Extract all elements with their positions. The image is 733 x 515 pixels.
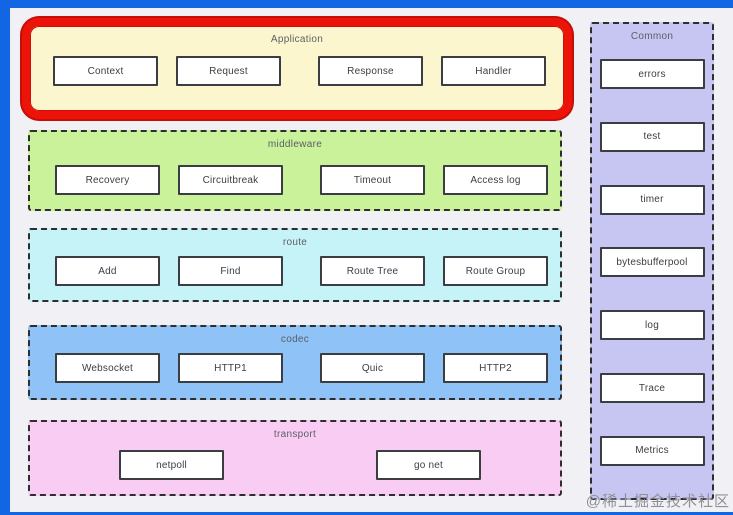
watermark-text: @稀土掘金技术社区 [585,493,730,510]
red-highlight-annotation: Application Context Request Response Han… [22,18,572,119]
box-go-net: go net [376,450,481,480]
route-box-row: Add Find Route Tree Route Group [30,256,560,286]
box-timer: timer [599,184,705,215]
box-handler: Handler [441,56,546,86]
codec-box-row: Websocket HTTP1 Quic HTTP2 [30,353,560,383]
section-middleware: middleware Recovery Circuitbreak Timeout… [28,130,562,211]
box-response: Response [318,56,423,86]
box-access-log: Access log [443,165,548,195]
section-transport: transport netpoll go net [28,420,562,496]
common-box-column: errors test timer bytesbufferpool log Tr… [592,42,712,498]
box-errors: errors [599,59,705,89]
box-test: test [599,121,705,152]
box-quic: Quic [320,353,425,383]
diagram-canvas: Application Context Request Response Han… [10,8,733,512]
section-application: Application Context Request Response Han… [30,26,564,86]
box-websocket: Websocket [55,353,160,383]
box-http1: HTTP1 [178,353,283,383]
section-title-common: Common [630,31,674,42]
section-title-middleware: middleware [267,139,323,150]
box-add: Add [55,256,160,286]
box-request: Request [176,56,281,86]
section-route: route Add Find Route Tree Route Group [28,228,562,302]
box-find: Find [178,256,283,286]
middleware-box-row: Recovery Circuitbreak Timeout Access log [30,165,560,195]
section-title-application: Application [270,34,324,45]
section-title-route: route [282,237,308,248]
section-title-transport: transport [273,429,317,440]
section-common: Common errors test timer bytesbufferpool… [590,22,714,500]
section-title-codec: codec [280,334,310,345]
box-log: log [599,310,705,341]
box-timeout: Timeout [320,165,425,195]
transport-box-row: netpoll go net [30,450,560,480]
box-circuitbreak: Circuitbreak [178,165,283,195]
box-netpoll: netpoll [119,450,224,480]
box-route-group: Route Group [443,256,548,286]
box-http2: HTTP2 [443,353,548,383]
box-route-tree: Route Tree [320,256,425,286]
section-codec: codec Websocket HTTP1 Quic HTTP2 [28,325,562,400]
box-trace: Trace [599,373,705,404]
box-metrics: Metrics [599,435,705,466]
application-box-row: Context Request Response Handler [30,56,564,86]
box-recovery: Recovery [55,165,160,195]
box-context: Context [53,56,158,86]
box-bytesbufferpool: bytesbufferpool [599,247,705,278]
